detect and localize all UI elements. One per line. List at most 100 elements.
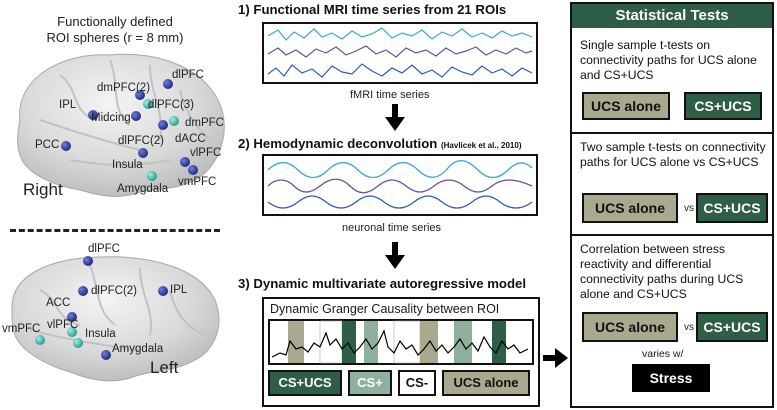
- roi-dot-vmpfc-right: [188, 165, 198, 175]
- block-cs-plus-1: [364, 321, 378, 363]
- roi-dot-vmpfc-left: [35, 335, 45, 345]
- test2-ucs-alone: UCS alone: [582, 193, 678, 223]
- test1-ucs-alone: UCS alone: [582, 92, 670, 120]
- condition-cs-minus: CS-: [398, 370, 436, 396]
- roi-label-right-dlpfc: dlPFC: [172, 69, 204, 81]
- roi-dot-insula-left: [73, 338, 83, 348]
- roi-label-right-dmpfc2: dmPFC(2): [97, 82, 151, 94]
- roi-dot-ipl-right: [88, 110, 98, 120]
- roi-dot-vlpfc-right: [180, 157, 190, 167]
- roi-dot-dmpfc2-right: [135, 90, 145, 100]
- roi-label-right-amygdala: Amygdala: [117, 183, 169, 195]
- granger-box-title: Dynamic Granger Causality between ROI: [270, 302, 500, 316]
- fmri-timeseries-box: [262, 22, 538, 84]
- test3-stress: Stress: [632, 364, 710, 392]
- brain-title-line1: Functionally defined: [57, 14, 173, 29]
- roi-label-right-pcc: PCC: [35, 139, 60, 151]
- test3-cs-ucs: CS+UCS: [696, 312, 768, 342]
- step1-title: 1) Functional MRI time series from 21 RO…: [238, 2, 507, 17]
- brain-illustrations: [11, 53, 225, 382]
- block-ucs-alone-1: [288, 321, 304, 363]
- fmri-trace-3: [267, 63, 533, 78]
- test1-cs-ucs: CS+UCS: [684, 92, 762, 120]
- roi-label-left-amygdala: Amygdala: [112, 343, 164, 355]
- test2-vs: vs: [684, 203, 694, 214]
- arrow-right: [543, 348, 568, 368]
- test3-ucs-alone: UCS alone: [582, 312, 678, 342]
- fmri-trace-2: [267, 45, 533, 58]
- roi-dot-ipl-left: [158, 286, 168, 296]
- hemisphere-label-left: Left: [150, 358, 179, 377]
- condition-cs-plus: CS+: [348, 370, 392, 396]
- roi-label-left-dlpfc: dlPFC: [88, 243, 120, 255]
- neuronal-trace-1: [267, 160, 533, 179]
- test2-cs-ucs: CS+UCS: [696, 193, 768, 223]
- granger-trace: [271, 329, 529, 358]
- stats-divider-2: [572, 234, 772, 236]
- roi-label-left-acc: ACC: [46, 297, 71, 309]
- condition-cs-ucs: CS+UCS: [268, 370, 342, 396]
- roi-label-right-ipl: IPL: [59, 99, 77, 111]
- step1-caption: fMRI time series: [350, 89, 430, 101]
- neuronal-trace-2: [267, 178, 533, 194]
- test3-vs: vs: [684, 322, 694, 333]
- roi-label-right-dlpfc2: dlPFC(2): [118, 135, 165, 147]
- roi-label-right-vmpfc: vmPFC: [178, 176, 217, 188]
- roi-dot-amygdala-left: [101, 350, 111, 360]
- roi-dot-dlpfc2-right: [138, 148, 148, 158]
- roi-dot-dlpfc-right: [163, 79, 173, 89]
- stats-header: Statistical Tests: [572, 4, 772, 28]
- roi-dot-dlpfc3-right: [143, 99, 153, 109]
- test3-varies-with: varies w/: [642, 348, 684, 360]
- roi-label-right-midcing: Midcing: [91, 112, 131, 124]
- step2-title: 2) Hemodynamic deconvolution (Havlicek e…: [238, 136, 521, 151]
- roi-dot-midcing-right: [131, 111, 141, 121]
- neuronal-trace-3: [267, 195, 533, 209]
- roi-dot-amygdala-right: [147, 171, 157, 181]
- test1-description: Single sample t-tests on connectivity pa…: [580, 38, 757, 82]
- block-cs-ucs-1: [342, 321, 356, 363]
- fmri-traces: [267, 27, 533, 78]
- hemisphere-label-right: Right: [23, 180, 63, 199]
- step2-citation: (Havlicek et al., 2010): [440, 141, 522, 150]
- arrow-down-2: [385, 242, 405, 269]
- granger-causality-box: Dynamic Granger Causality between ROI CS…: [262, 297, 540, 407]
- left-roi-dots: [35, 256, 168, 360]
- roi-dot-dmpfc-right: [158, 120, 168, 130]
- roi-dot-dlpfc2-left: [78, 286, 88, 296]
- stats-divider-1: [572, 132, 772, 134]
- granger-timeline: [268, 319, 534, 365]
- step3-title: 3) Dynamic multivariate autoregressive m…: [238, 276, 527, 291]
- neuronal-timeseries-box: [262, 154, 538, 216]
- neuronal-traces: [267, 160, 533, 209]
- roi-label-right-vlpfc: vlPFC: [190, 147, 222, 159]
- roi-label-left-vmpfc: vmPFC: [2, 323, 41, 335]
- block-cs-minus-2: [393, 320, 421, 364]
- right-brain: [17, 53, 225, 197]
- roi-label-right-dacc: dACC: [175, 133, 206, 145]
- roi-dot-dlpfc-left: [83, 256, 93, 266]
- statistical-tests-panel: Statistical Tests Single sample t-tests …: [570, 2, 774, 408]
- roi-dot-acc-left: [67, 312, 77, 322]
- roi-label-left-insula: Insula: [85, 328, 116, 340]
- roi-label-right-dmpfc: dmPFC: [185, 117, 224, 129]
- roi-label-right-insula: Insula: [112, 159, 143, 171]
- block-cs-plus-2: [454, 321, 472, 363]
- block-cs-ucs-2: [492, 321, 506, 363]
- roi-dot-vlpfc-left: [67, 327, 77, 337]
- test3-description: Correlation between stress reactivity an…: [580, 242, 744, 301]
- test2-description: Two sample t-tests on connectivity paths…: [580, 140, 766, 169]
- fmri-trace-1: [267, 27, 533, 41]
- step2-caption: neuronal time series: [342, 222, 442, 234]
- brain-title-line2: ROI spheres (r = 8 mm): [46, 30, 184, 45]
- roi-dot-pcc-right: [61, 141, 71, 151]
- roi-dot-dacc-right: [169, 116, 179, 126]
- arrow-down-1: [385, 104, 405, 131]
- roi-label-left-ipl: IPL: [170, 284, 188, 296]
- block-cs-minus-1: [319, 320, 343, 364]
- roi-label-right-dlpfc3: dlPFC(3): [148, 99, 195, 111]
- left-brain: [11, 256, 220, 382]
- step2-title-text: 2) Hemodynamic deconvolution: [238, 136, 438, 151]
- roi-label-left-dlpfc2: dlPFC(2): [91, 285, 138, 297]
- hemisphere-divider: [10, 229, 220, 232]
